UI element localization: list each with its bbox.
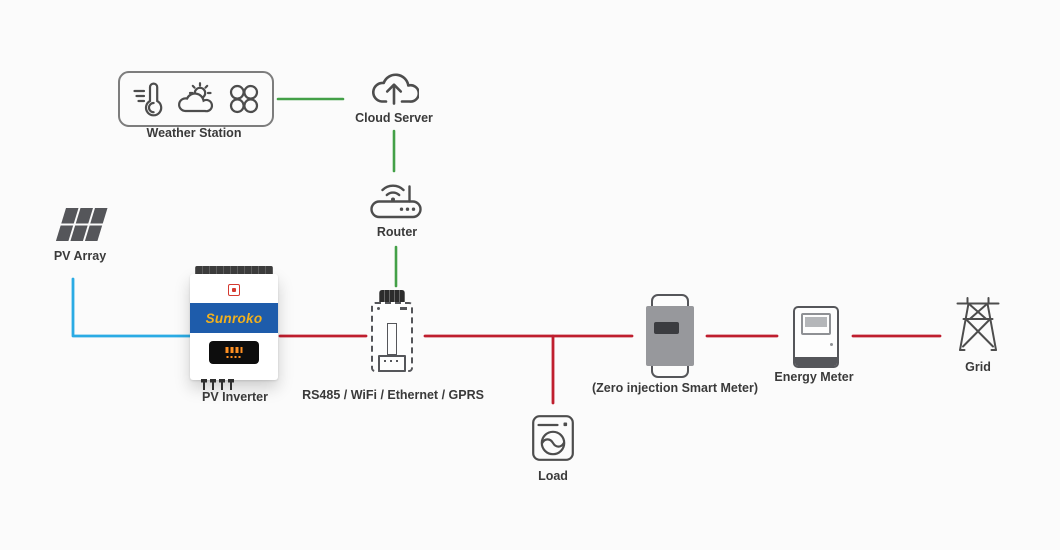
energy-meter-led (830, 343, 833, 346)
weather-station-node (118, 71, 274, 127)
energy-meter-node (793, 306, 839, 368)
cloud-server-label: Cloud Server (355, 111, 433, 125)
mc4-connector-icon (210, 379, 216, 390)
smart-meter-label: (Zero injection Smart Meter) (592, 381, 758, 395)
dongle-cap (379, 290, 405, 303)
fan-icon (229, 84, 259, 114)
brand-name: Sunroko (205, 310, 263, 326)
grid-label: Grid (965, 360, 991, 374)
solar-panel-icon (55, 208, 108, 241)
pv-array-label: PV Array (53, 249, 107, 263)
inverter-dc-connectors (201, 379, 234, 390)
thermometer-icon (133, 82, 163, 117)
dongle-body (371, 302, 413, 372)
inverter-body: Sunroko (190, 274, 278, 380)
energy-meter-screen-inner (805, 317, 827, 327)
smart-meter-node (646, 294, 694, 378)
sun-cloud-icon (178, 82, 214, 113)
comm-dongle-node (371, 290, 413, 372)
energy-meter-terminal-bar (795, 357, 837, 366)
washing-machine-icon (532, 415, 574, 461)
mc4-connector-icon (228, 379, 234, 390)
brand-logo-icon (228, 284, 240, 296)
dongle-led-slot (387, 323, 397, 355)
wire-pvarray-to-inverter (71, 277, 192, 338)
display-segments (225, 347, 243, 353)
transmission-tower-icon (956, 297, 1000, 351)
pv-inverter-node: Sunroko (190, 266, 278, 380)
energy-meter-label: Energy Meter (774, 370, 854, 384)
display-dots (226, 356, 242, 358)
load-label: Load (538, 469, 568, 483)
comm-dongle-label: RS485 / WiFi / Ethernet / GPRS (302, 388, 484, 402)
cloud-upload-icon (372, 73, 419, 105)
inverter-brand-band: Sunroko (190, 303, 278, 333)
wifi-router-icon (370, 184, 422, 219)
weather-station-label: Weather Station (146, 126, 242, 140)
smart-meter-body (646, 306, 694, 366)
inverter-heatsink (195, 266, 273, 274)
energy-meter-screen (801, 313, 831, 335)
router-label: Router (376, 225, 418, 239)
pv-inverter-label: PV Inverter (201, 390, 268, 404)
mc4-connector-icon (201, 379, 207, 390)
mc4-connector-icon (219, 379, 225, 390)
smart-meter-display (654, 322, 679, 334)
inverter-display-screen (209, 341, 259, 364)
dongle-connector (378, 355, 406, 372)
